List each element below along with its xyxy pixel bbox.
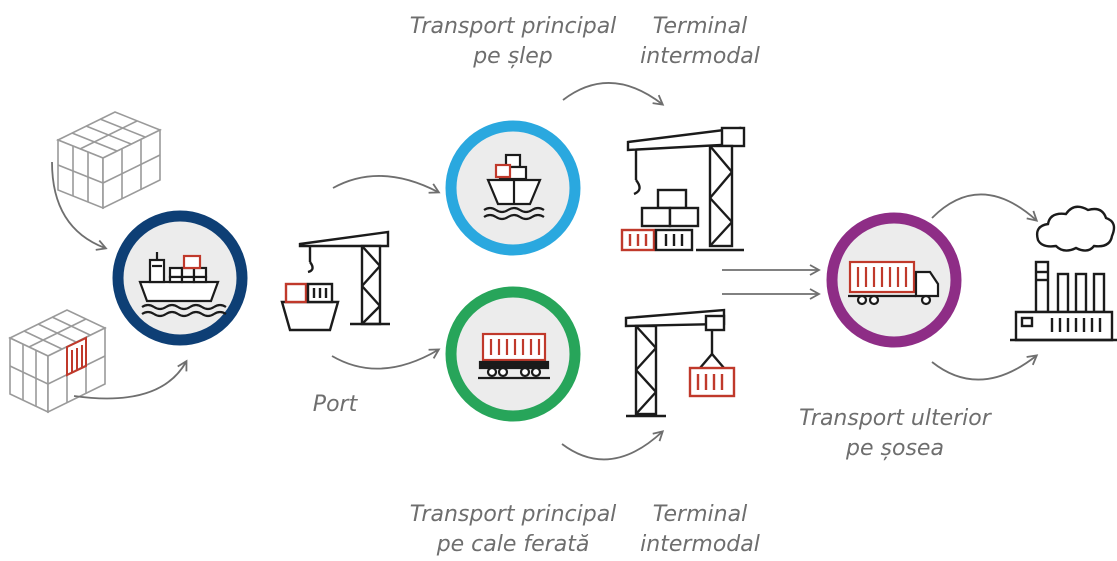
container-ship-icon	[138, 252, 227, 318]
terminal-crane-container-icon	[624, 308, 736, 418]
label-barge-transport: Transport principal pe șlep	[409, 14, 617, 69]
port-crane-ship-icon	[280, 230, 390, 332]
arrow-port-to-barge	[332, 175, 441, 194]
rail-node	[445, 286, 581, 422]
label-terminal-bottom: Terminal intermodal	[640, 502, 760, 557]
label-terminal-top: Terminal intermodal	[640, 14, 760, 69]
container-stack-icon-bottom	[8, 309, 107, 414]
label-rail-transport: Transport principal pe cale ferată	[409, 502, 617, 557]
flow-arrows	[51, 82, 1039, 461]
highlighted-container	[66, 336, 87, 377]
truck-icon	[848, 260, 940, 306]
sea-ship-node	[112, 210, 248, 346]
arrow-barge-to-terminal	[562, 82, 665, 106]
rail-wagon-icon	[478, 332, 550, 380]
arrow-stack-to-ship	[51, 161, 108, 251]
label-port: Port	[312, 392, 358, 417]
label-road-transport: Transport ulterior pe șosea	[799, 406, 991, 461]
arrow-stack-to-ship-bottom	[73, 359, 188, 400]
barge-icon	[483, 153, 545, 221]
arrow-rail-to-terminal	[561, 430, 665, 461]
arrow-port-to-rail	[331, 348, 441, 370]
terminal-crane-containers-icon	[620, 126, 746, 252]
factory-icon	[1010, 205, 1117, 342]
arrow-road-to-factory	[931, 193, 1039, 222]
road-node	[826, 212, 962, 348]
arrow-road-to-factory-bottom	[931, 354, 1039, 381]
barge-node	[445, 120, 581, 256]
container-stack-icon-top	[56, 111, 162, 210]
